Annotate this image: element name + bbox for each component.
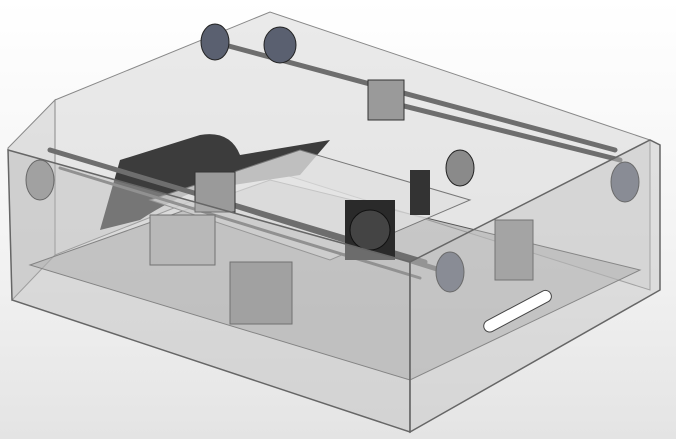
cooling-fan (345, 200, 395, 260)
stepper-motor-front (229, 261, 293, 325)
extruder (410, 170, 430, 215)
rod-back (222, 42, 618, 153)
corner-knobs (25, 23, 640, 293)
rod-x-front (197, 192, 443, 273)
hotend-block (149, 214, 216, 266)
bearing-blocks (149, 79, 534, 325)
rod-x-back (377, 97, 623, 163)
right-panel (409, 139, 661, 434)
stepper-motor-right (494, 219, 534, 281)
slot (483, 289, 552, 333)
block-back (367, 79, 405, 121)
block-front (194, 171, 236, 213)
